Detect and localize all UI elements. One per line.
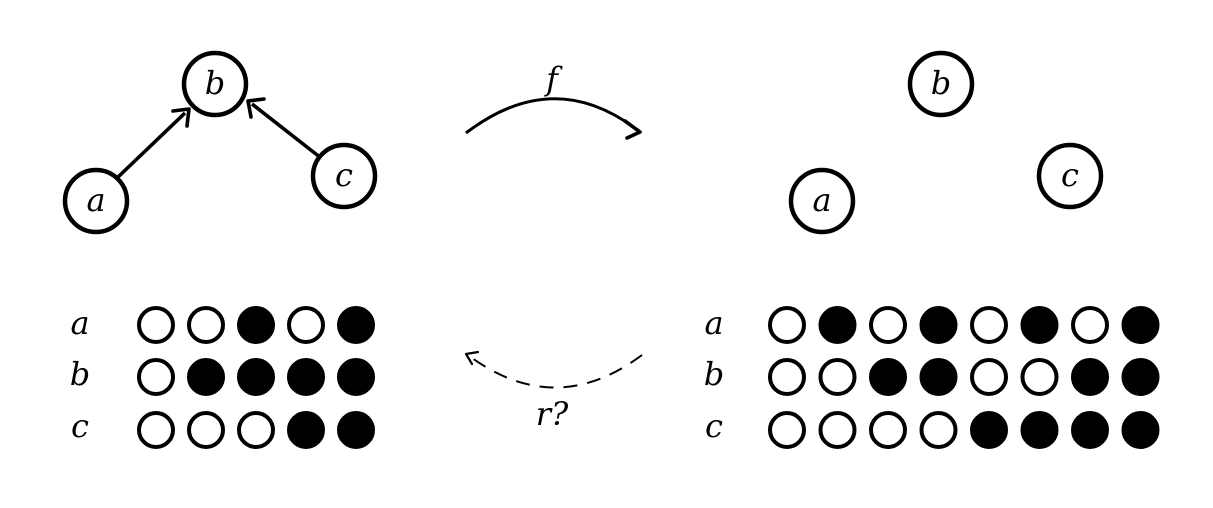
left-table-dot-c-5-filled <box>337 411 375 449</box>
left-table-dot-a-1-empty <box>137 306 175 344</box>
right-node-a-label: a <box>812 181 831 219</box>
forward-map-arrowhead <box>623 119 642 140</box>
right-table-dots <box>768 306 1160 449</box>
left-table-dot-a-2-empty <box>187 306 225 344</box>
right-node-b: b <box>907 50 975 118</box>
right-table-dot-a-4-filled <box>919 306 958 344</box>
left-table-dot-b-3-filled <box>237 358 275 396</box>
left-table-dot-b-5-filled <box>337 358 375 396</box>
right-table-dot-b-2-empty <box>818 358 857 396</box>
left-table-dot-c-4-filled <box>287 411 325 449</box>
left-table-row-label-b: b <box>70 355 90 393</box>
right-table-row-label-a: a <box>704 304 723 342</box>
right-table-dot-b-8-filled <box>1121 358 1160 396</box>
right-table-dot-c-2-empty <box>818 411 857 449</box>
right-node-c: c <box>1036 142 1104 210</box>
left-edge-a-to-b <box>115 111 187 180</box>
left-table: a b c <box>70 304 375 449</box>
left-edge-c-to-b <box>250 102 323 160</box>
left-table-dot-a-4-empty <box>287 306 325 344</box>
right-table-dot-b-7-filled <box>1071 358 1109 396</box>
left-edge-a-to-b-arrowhead <box>171 107 191 128</box>
left-table-dot-a-3-filled <box>237 306 275 344</box>
right-table: a b c <box>704 304 1160 449</box>
right-table-dot-a-6-filled <box>1020 306 1059 344</box>
forward-map: f <box>465 60 642 140</box>
left-table-dot-b-1-empty <box>137 358 175 396</box>
right-table-dot-b-3-filled <box>869 358 907 396</box>
left-table-dot-a-5-filled <box>337 306 375 344</box>
reverse-map-arc <box>467 354 643 389</box>
right-table-dot-a-8-filled <box>1121 306 1160 344</box>
right-table-dot-b-5-empty <box>970 358 1008 396</box>
reverse-map-arrowhead <box>464 350 480 366</box>
forward-map-label: f <box>544 60 563 98</box>
right-node-b-label: b <box>931 64 951 102</box>
right-table-dot-c-4-empty <box>919 411 958 449</box>
forward-map-arc <box>465 97 641 135</box>
right-table-dot-c-8-filled <box>1121 411 1160 449</box>
left-table-row-label-c: c <box>71 407 89 445</box>
right-table-dot-a-1-empty <box>768 306 806 344</box>
right-table-dot-b-1-empty <box>768 358 806 396</box>
left-node-a: a <box>62 167 130 235</box>
left-table-dot-b-4-filled <box>287 358 325 396</box>
left-table-dot-c-3-empty <box>237 411 275 449</box>
left-table-dot-c-2-empty <box>187 411 225 449</box>
left-table-dots <box>137 306 375 449</box>
right-node-c-label: c <box>1061 156 1079 194</box>
right-table-dot-a-2-filled <box>818 306 857 344</box>
reverse-map-label: r? <box>536 395 569 433</box>
left-graph: a b c <box>62 50 378 235</box>
right-table-dot-a-7-empty <box>1071 306 1109 344</box>
right-graph: a b c <box>788 50 1104 235</box>
left-node-c: c <box>310 142 378 210</box>
left-table-row-label-a: a <box>70 304 89 342</box>
reverse-map: r? <box>464 350 643 433</box>
left-edge-c-to-b-arrowhead <box>246 97 266 119</box>
left-node-b: b <box>181 50 249 118</box>
right-table-row-label-c: c <box>705 407 723 445</box>
left-table-dot-b-2-filled <box>187 358 225 396</box>
right-table-dot-c-5-filled <box>970 411 1008 449</box>
left-node-a-label: a <box>86 181 105 219</box>
right-table-dot-c-1-empty <box>768 411 806 449</box>
left-node-b-label: b <box>205 64 225 102</box>
right-table-row-label-b: b <box>704 355 724 393</box>
left-table-dot-c-1-empty <box>137 411 175 449</box>
left-node-c-label: c <box>335 156 353 194</box>
right-table-dot-c-7-filled <box>1071 411 1109 449</box>
right-table-dot-b-4-filled <box>919 358 958 396</box>
right-node-a: a <box>788 167 856 235</box>
right-table-dot-c-6-filled <box>1020 411 1059 449</box>
right-table-dot-a-3-empty <box>869 306 907 344</box>
right-table-dot-c-3-empty <box>869 411 907 449</box>
right-table-dot-b-6-empty <box>1020 358 1059 396</box>
right-table-dot-a-5-empty <box>970 306 1008 344</box>
